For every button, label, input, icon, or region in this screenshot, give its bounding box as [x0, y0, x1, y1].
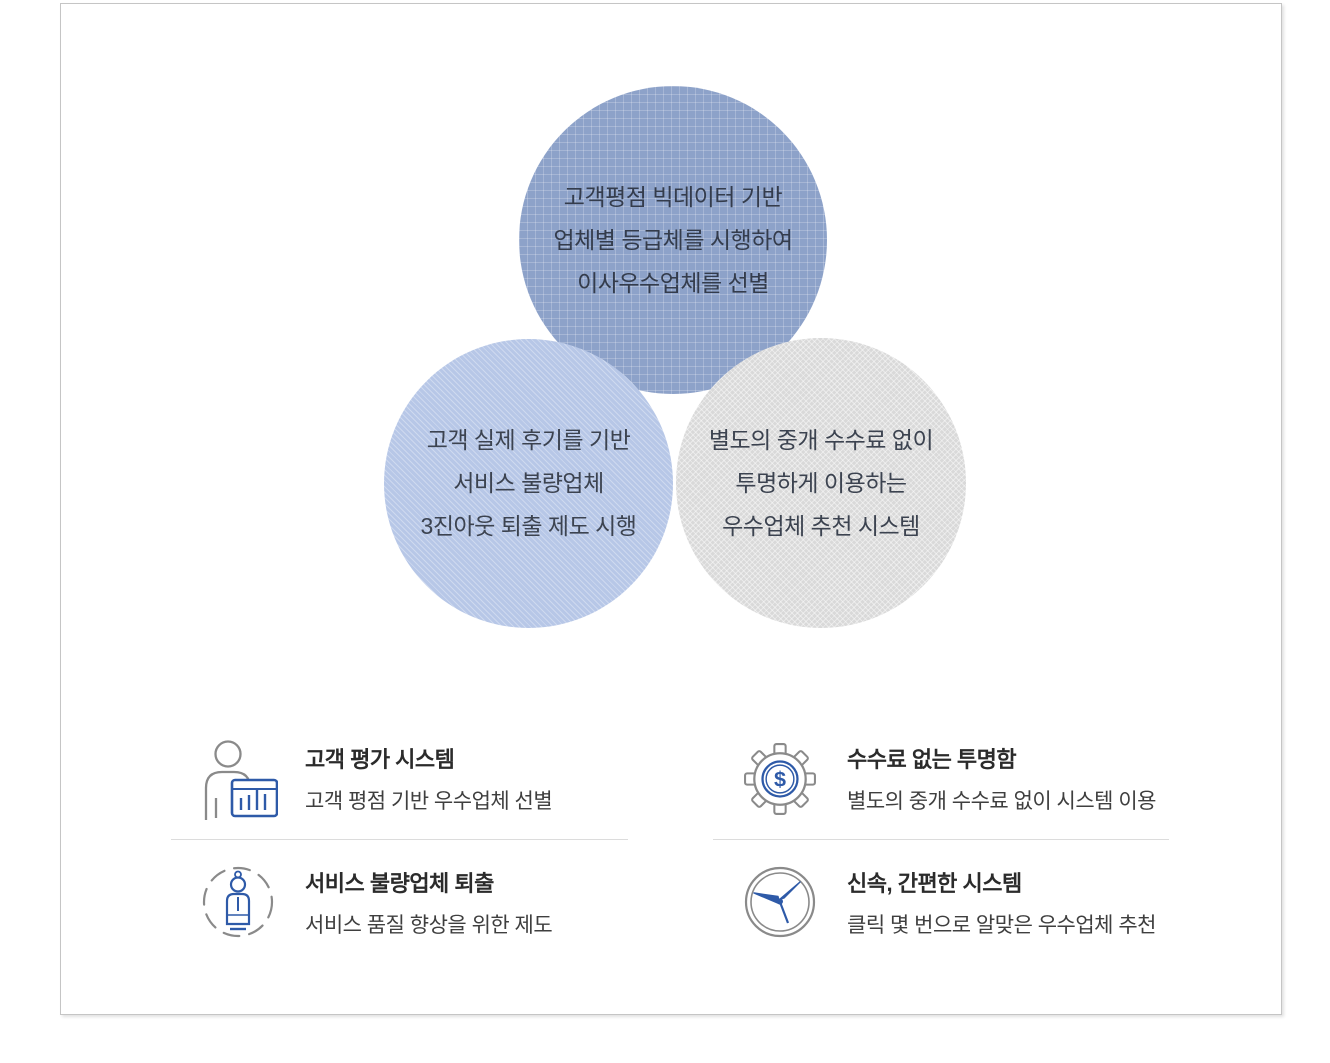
- venn-diagram: 고객평점 빅데이터 기반 업체별 등급체를 시행하여 이사우수업체를 선별 고객…: [61, 4, 1281, 704]
- feature-description: 클릭 몇 번으로 알맞은 우수업체 추천: [847, 913, 1156, 937]
- feature-customer-rating: 고객 평가 시스템 고객 평점 기반 우수업체 선별: [171, 718, 628, 839]
- text-line: 투명하게 이용하는: [735, 469, 907, 496]
- feature-description: 별도의 중개 수수료 없이 시스템 이용: [847, 790, 1156, 813]
- venn-circle-top-text: 고객평점 빅데이터 기반 업체별 등급체를 시행하여 이사우수업체를 선별: [553, 176, 793, 305]
- feature-text: 고객 평가 시스템 고객 평점 기반 우수업체 선별: [305, 742, 553, 815]
- clock-icon: [739, 863, 821, 941]
- feature-text: 신속, 간편한 시스템 클릭 몇 번으로 알맞은 우수업체 추천: [847, 866, 1156, 939]
- text-line: 3진아웃 퇴출 제도 시행: [420, 513, 637, 539]
- feature-text: 서비스 불량업체 퇴출 서비스 품질 향상을 위한 제도: [305, 866, 553, 939]
- feature-no-fee: $ 수수료 없는 투명함 별도의 중개 수수료 없이 시스템 이용: [713, 718, 1169, 839]
- feature-fast-system: 신속, 간편한 시스템 클릭 몇 번으로 알맞은 우수업체 추천: [713, 839, 1169, 964]
- text-line: 고객평점 빅데이터 기반: [563, 183, 783, 210]
- text-line: 업체별 등급체를 시행하여: [553, 226, 793, 253]
- text-line: 고객 실제 후기를 기반: [426, 427, 631, 453]
- content-frame: 고객평점 빅데이터 기반 업체별 등급체를 시행하여 이사우수업체를 선별 고객…: [60, 3, 1282, 1015]
- feature-list: 고객 평가 시스템 고객 평점 기반 우수업체 선별: [171, 718, 1169, 964]
- text-line: 별도의 중개 수수료 없이: [708, 426, 934, 453]
- feature-bad-vendor-removal: 서비스 불량업체 퇴출 서비스 품질 향상을 위한 제도: [171, 839, 628, 964]
- feature-title: 서비스 불량업체 퇴출: [305, 870, 494, 896]
- person-with-bar-chart-icon: [197, 738, 279, 820]
- venn-circle-rating-bigdata: 고객평점 빅데이터 기반 업체별 등급체를 시행하여 이사우수업체를 선별: [519, 86, 827, 394]
- venn-circle-right-text: 별도의 중개 수수료 없이 투명하게 이용하는 우수업체 추천 시스템: [708, 419, 934, 548]
- feature-text: 수수료 없는 투명함 별도의 중개 수수료 없이 시스템 이용: [847, 742, 1156, 815]
- venn-circle-review-threestrikes: 고객 실제 후기를 기반 서비스 불량업체 3진아웃 퇴출 제도 시행: [384, 339, 673, 628]
- text-line: 이사우수업체를 선별: [577, 269, 769, 296]
- feature-title: 고객 평가 시스템: [305, 747, 455, 772]
- venn-circle-left-text: 고객 실제 후기를 기반 서비스 불량업체 3진아웃 퇴출 제도 시행: [421, 419, 637, 548]
- feature-description: 서비스 품질 향상을 위한 제도: [305, 913, 553, 937]
- text-line: 서비스 불량업체: [453, 470, 604, 496]
- feature-title: 신속, 간편한 시스템: [847, 870, 1022, 896]
- text-line: 우수업체 추천 시스템: [722, 512, 920, 539]
- feature-title: 수수료 없는 투명함: [847, 747, 1017, 772]
- gear-with-dollar-icon: $: [739, 742, 821, 816]
- person-in-dashed-circle-icon: [197, 861, 279, 943]
- venn-circle-no-fee-recommendation: 별도의 중개 수수료 없이 투명하게 이용하는 우수업체 추천 시스템: [676, 338, 966, 628]
- feature-description: 고객 평점 기반 우수업체 선별: [305, 790, 553, 813]
- dollar-glyph: $: [774, 766, 786, 791]
